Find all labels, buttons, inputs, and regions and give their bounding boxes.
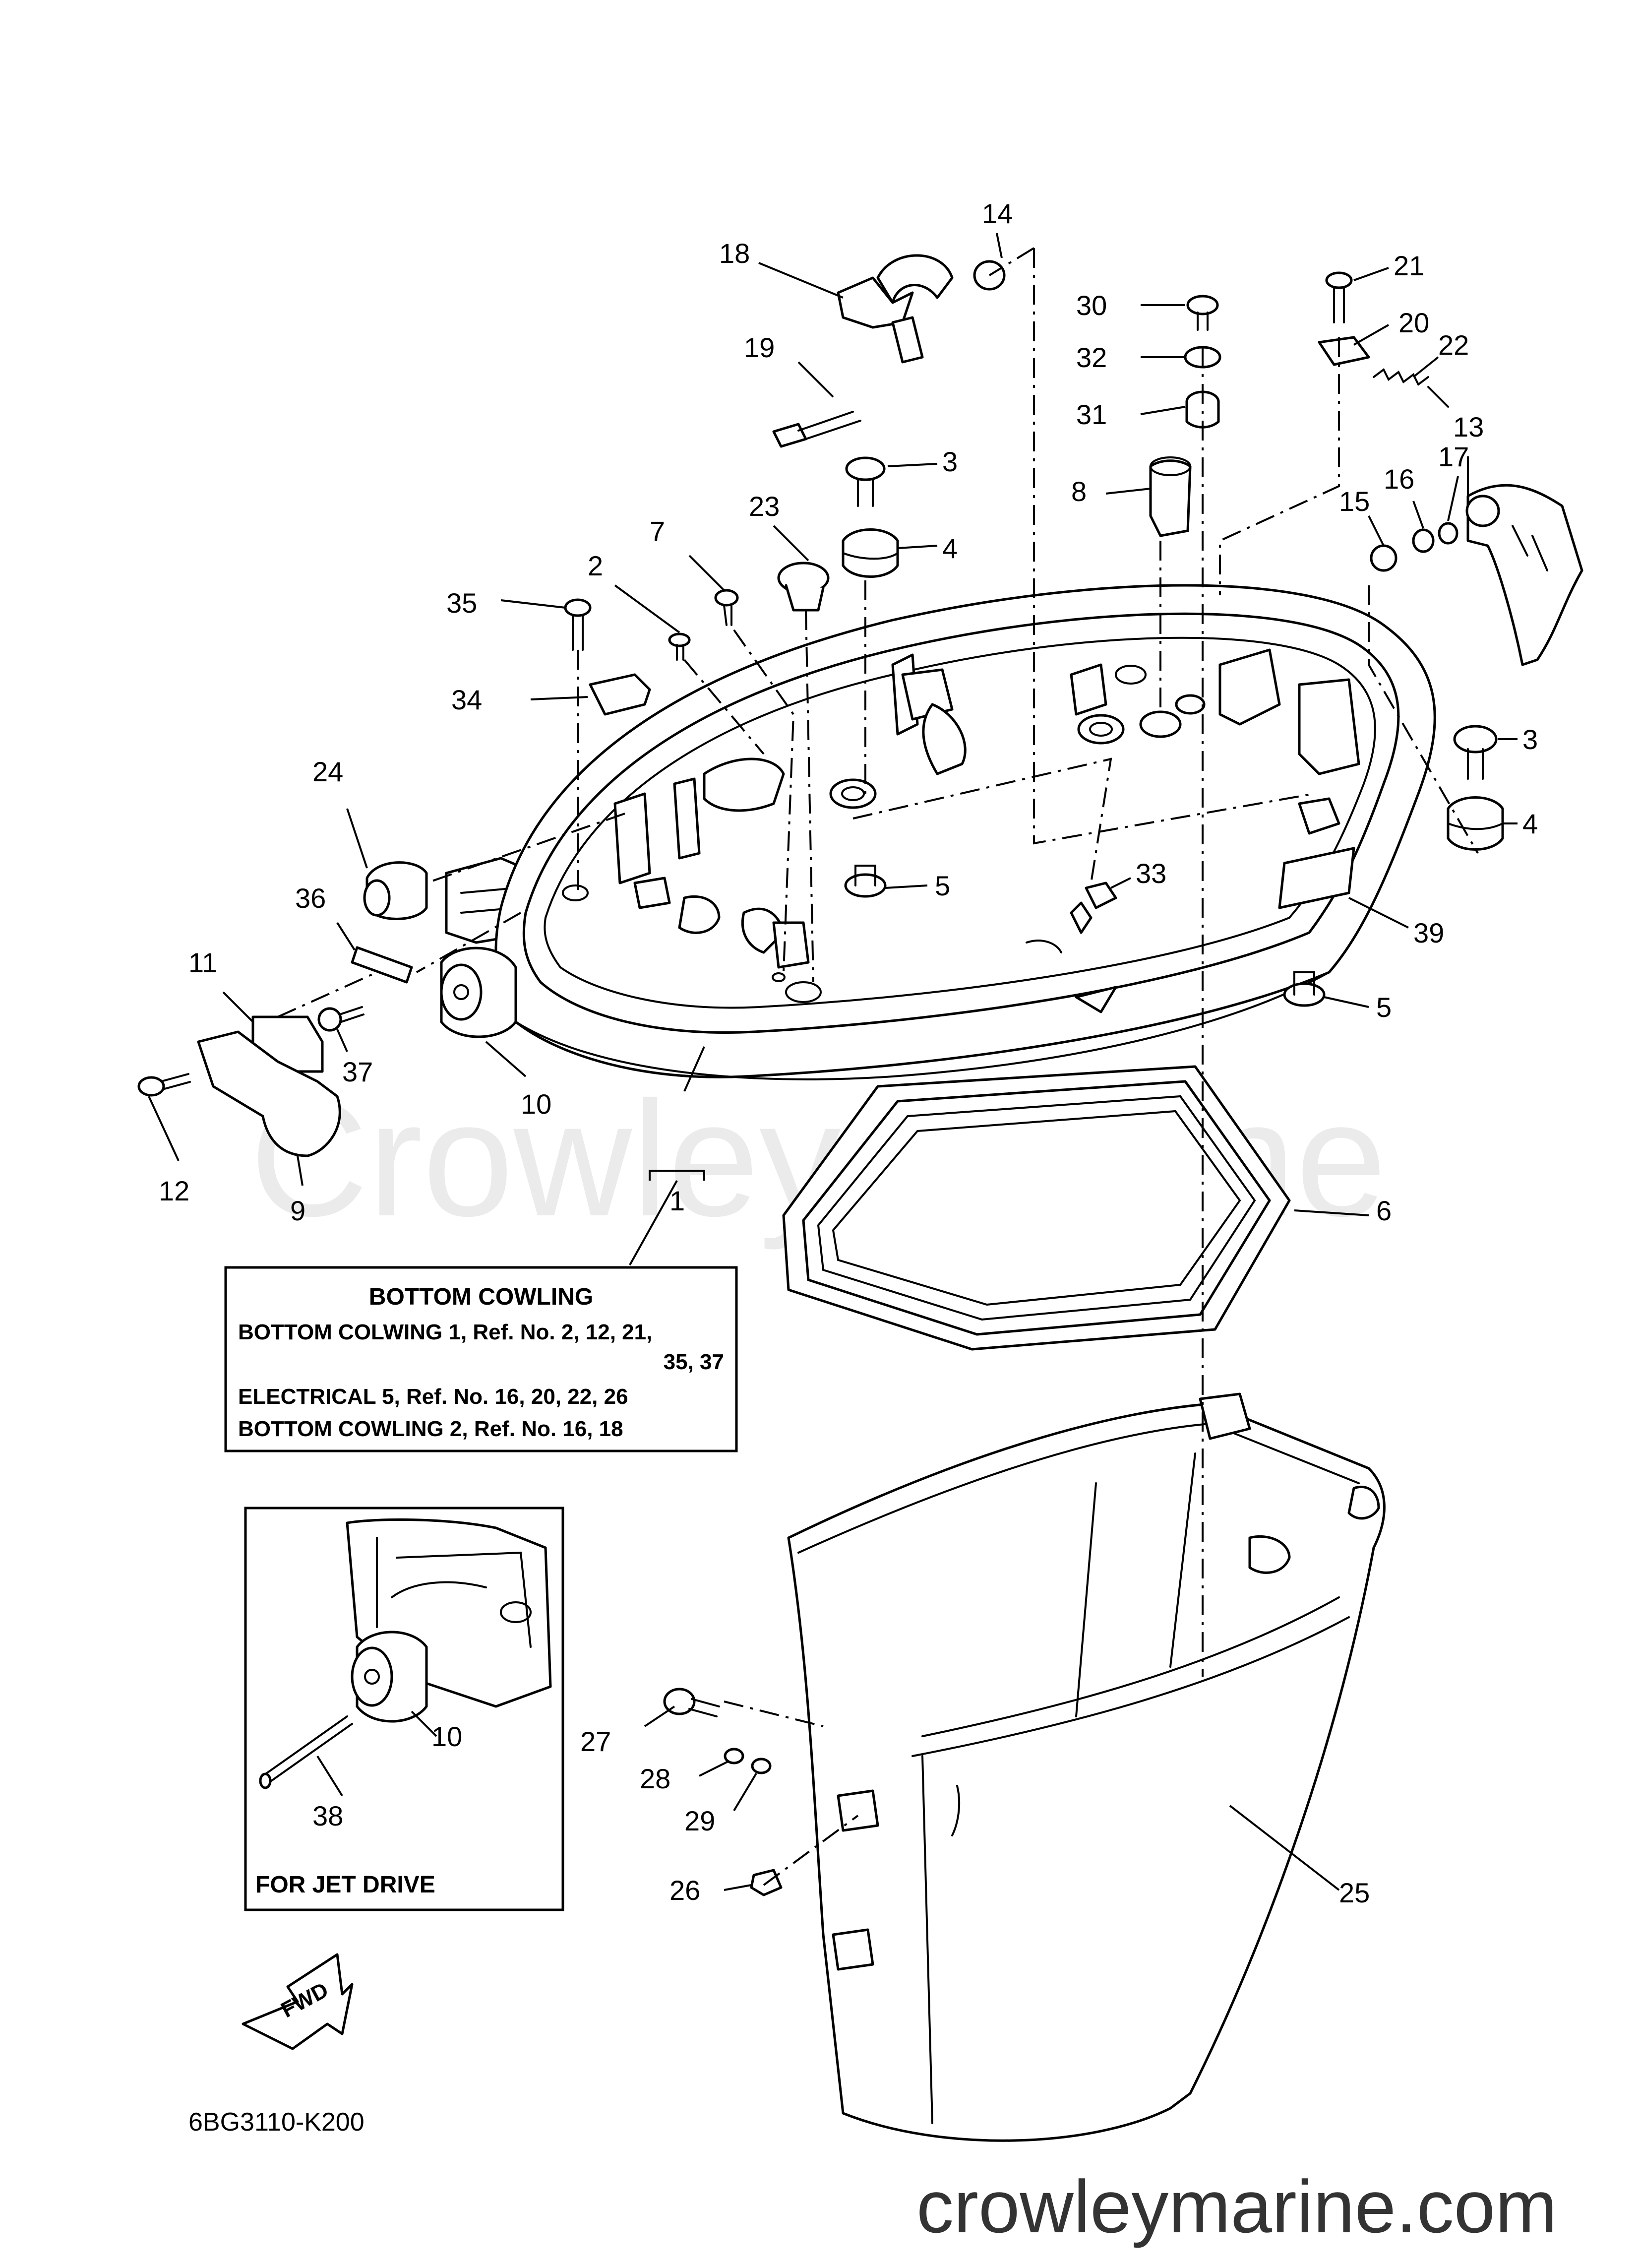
note-box: BOTTOM COWLING BOTTOM COLWING 1, Ref. No… <box>224 1266 738 1452</box>
site-url: crowleymarine.com <box>916 2165 1557 2248</box>
callout: 5 <box>935 870 950 901</box>
callout: 25 <box>1339 1877 1370 1908</box>
callout: 36 <box>295 882 326 914</box>
inset-label: FOR JET DRIVE <box>255 1872 435 1898</box>
callout: 17 <box>1438 441 1469 472</box>
callout: 20 <box>1398 307 1429 338</box>
note-line-3: ELECTRICAL 5, Ref. No. 16, 20, 22, 26 <box>238 1385 628 1409</box>
callout: 4 <box>1522 808 1538 839</box>
callout: 14 <box>982 198 1013 229</box>
callout: 29 <box>684 1805 715 1836</box>
callout: 34 <box>451 684 482 715</box>
part-10-grommet <box>440 946 517 1038</box>
part-23-grommet <box>777 562 830 612</box>
assembly-lines <box>277 247 1479 1886</box>
callout: 1 <box>669 1185 685 1216</box>
part-3-bolt-upper <box>845 456 886 507</box>
part-22-spring <box>1373 368 1449 408</box>
callout: 15 <box>1339 486 1370 517</box>
part-21-bolt <box>1325 271 1353 323</box>
note-line-2: 35, 37 <box>664 1350 724 1374</box>
callout: 37 <box>342 1056 373 1087</box>
part-number: 6BG3110-K200 <box>188 2108 364 2137</box>
callout: 11 <box>188 947 217 978</box>
part-5-collar-outer <box>1283 971 1326 1007</box>
part-33-clip <box>1070 882 1117 934</box>
callout: 2 <box>588 550 603 581</box>
callout: 26 <box>669 1875 700 1906</box>
part-35-bolt <box>564 598 592 651</box>
part-37-bolt <box>317 1006 364 1032</box>
part-17-ring <box>1438 522 1458 545</box>
part-28-washer <box>724 1748 744 1764</box>
part-13-lever <box>1465 484 1583 666</box>
callout: 12 <box>159 1175 189 1206</box>
part-19-bolt <box>772 411 861 448</box>
callout: 19 <box>744 332 775 363</box>
callout: 8 <box>1071 476 1087 507</box>
callout: 9 <box>290 1195 305 1226</box>
part-8-grommet <box>1149 456 1192 537</box>
part-2-pin <box>668 632 691 661</box>
part-15-bushing <box>1370 544 1397 572</box>
callout: 4 <box>942 533 958 564</box>
callout: 10 <box>521 1088 551 1120</box>
part-5-collar-inner <box>844 865 887 898</box>
note-line-1: BOTTOM COLWING 1, Ref. No. 2, 12, 21, <box>238 1320 652 1344</box>
bottom-cowling <box>445 584 1436 1080</box>
note-line-4: BOTTOM COWLING 2, Ref. No. 16, 18 <box>238 1417 623 1441</box>
part-18-bracket <box>837 254 954 364</box>
callouts: 1 2 3 3 4 4 5 5 6 7 8 9 10 10 11 12 13 1… <box>159 198 1538 1908</box>
callout: 7 <box>650 515 665 547</box>
part-9-bracket <box>197 1030 341 1157</box>
note-title: BOTTOM COWLING <box>369 1284 593 1310</box>
callout: 27 <box>580 1726 611 1757</box>
rubber-seal <box>782 1065 1291 1351</box>
part-36-plate <box>351 946 413 984</box>
callout: 33 <box>1136 858 1166 889</box>
callout: 22 <box>1438 329 1469 361</box>
part-27-bolt <box>663 1688 720 1717</box>
jet-drive-inset: FOR JET DRIVE <box>244 1507 564 1911</box>
callout: 6 <box>1376 1195 1392 1226</box>
part-4-mount-upper <box>842 528 899 578</box>
callout: 38 <box>312 1800 343 1831</box>
callout: 32 <box>1076 342 1107 373</box>
part-24-grommet <box>363 861 428 920</box>
part-7-screw <box>714 589 739 626</box>
part-16-washer <box>1412 528 1435 553</box>
callout: 3 <box>1522 724 1538 755</box>
part-29-washer <box>751 1758 772 1774</box>
callout: 31 <box>1076 399 1107 430</box>
callout: 16 <box>1384 463 1414 495</box>
part-30-bolt <box>1186 295 1219 331</box>
fwd-arrow: FWD <box>242 1953 354 2050</box>
callout: 35 <box>446 587 477 619</box>
callout: 24 <box>312 756 343 787</box>
part-4-mount-right <box>1447 796 1504 851</box>
callout: 13 <box>1453 411 1484 442</box>
callout: 3 <box>942 446 958 477</box>
part-12-screw <box>137 1073 191 1097</box>
callout: 39 <box>1413 917 1444 948</box>
part-34-clip <box>589 673 651 716</box>
apron-cover <box>787 1392 1386 2142</box>
callout: 5 <box>1376 992 1392 1023</box>
callout: 21 <box>1394 250 1424 281</box>
leader-lines <box>148 233 1518 1891</box>
callout: 30 <box>1076 290 1107 321</box>
part-3-bolt-right <box>1453 725 1498 780</box>
callout: 23 <box>749 491 780 522</box>
callout: 28 <box>640 1763 670 1794</box>
callout: 10 <box>431 1721 462 1752</box>
callout: 18 <box>719 238 750 269</box>
